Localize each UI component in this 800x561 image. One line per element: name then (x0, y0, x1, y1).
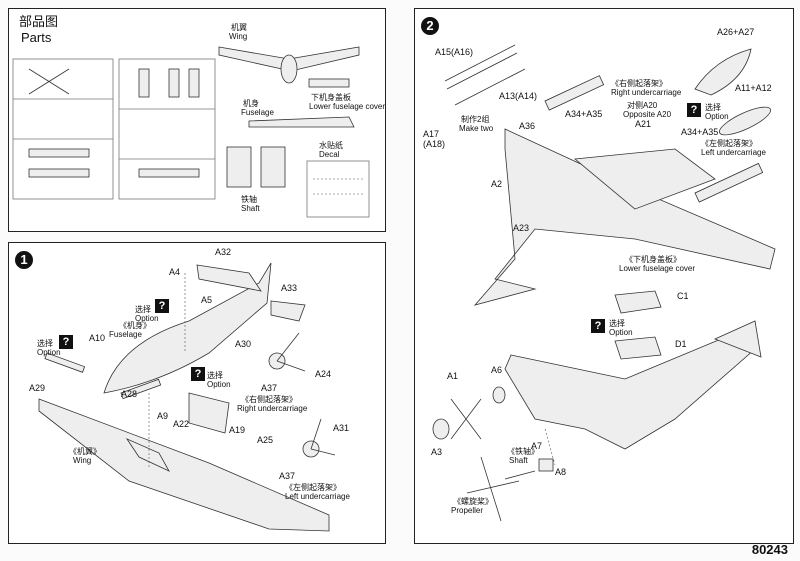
label-A1: A1 (447, 371, 459, 381)
label-A37-right: A37 (261, 383, 278, 393)
label-A19: A19 (229, 425, 246, 435)
label-A34-a: A34+A35 (565, 109, 603, 119)
label-A21: A21 (635, 119, 652, 129)
wing-label-en: Wing (229, 32, 248, 41)
label-A7: A7 (531, 441, 543, 451)
decal-label-cn: 水贴纸 (319, 141, 343, 150)
fuselage-label-en: Fuselage (109, 330, 142, 339)
label-A8: A8 (555, 467, 567, 477)
label-D1: D1 (675, 339, 687, 349)
label-A24: A24 (315, 369, 332, 379)
label-A33: A33 (281, 283, 298, 293)
right-uc-label-en: Right undercarriage (611, 88, 682, 97)
option-label-cn-a: 选择 (135, 305, 151, 314)
lower-cover-label-en: Lower fuselage cover (619, 264, 696, 273)
label-A22: A22 (173, 419, 190, 429)
lower-cover-label-en: Lower fuselage cover (309, 102, 386, 111)
label-A25: A25 (257, 435, 274, 445)
parts-title-cn: 部品图 (19, 14, 59, 29)
make-two-label-cn: 制作2组 (461, 115, 490, 124)
label-A34-b: A34+A35 (681, 127, 719, 137)
step1-number: 1 (15, 251, 33, 269)
propeller-label-cn: 《螺旋桨》 (453, 497, 493, 506)
left-uc-label-en: Left undercarriage (701, 148, 766, 157)
opposite-A20-label-cn: 对侧A20 (627, 101, 658, 110)
option-question-icon-c: ? (191, 367, 205, 381)
make-two-label-en: Make two (459, 124, 494, 133)
shaft-label-cn: 《铁轴》 (507, 447, 539, 456)
option-question-icon-a: ? (687, 103, 701, 117)
parts-drawing (12, 46, 370, 218)
label-A6: A6 (491, 365, 503, 375)
fuselage-label-en: Fuselage (241, 108, 274, 117)
lower-cover-label-cn: 下机身盖板 (311, 93, 351, 102)
left-uc-label-en: Left undercarriage (285, 492, 350, 501)
label-A17: A17 (423, 129, 440, 139)
label-A18: (A18) (423, 139, 446, 149)
option-label-en-a: Option (705, 112, 729, 121)
label-A32: A32 (215, 247, 232, 257)
wing-label-en: Wing (73, 456, 92, 465)
step1-panel: 1 A32 A4 A5 A33 选择 Option ? 《机身》 Fuselag… (8, 242, 386, 544)
label-A2: A2 (491, 179, 503, 189)
right-uc-label-cn: 《右侧起落架》 (241, 395, 297, 404)
option-question-icon-b: ? (591, 319, 605, 333)
label-A37-left: A37 (279, 471, 296, 481)
label-A29: A29 (29, 383, 46, 393)
label-A28: A28 (121, 389, 138, 399)
shaft-label-cn: 铁轴 (241, 195, 257, 204)
propeller-label-en: Propeller (451, 506, 484, 515)
left-uc-label-cn: 《左侧起落架》 (285, 483, 341, 492)
right-uc-label-cn: 《右侧起落架》 (611, 79, 667, 88)
parts-title-en: Parts (21, 30, 52, 45)
label-A4: A4 (169, 267, 181, 277)
option-question-icon-b: ? (59, 335, 73, 349)
label-A36: A36 (519, 121, 536, 131)
fuselage-label-cn: 《机身》 (119, 321, 151, 330)
option-question-icon-a: ? (155, 299, 169, 313)
label-A26: A26+A27 (717, 27, 755, 37)
option-label-en-c: Option (207, 380, 231, 389)
label-A30: A30 (235, 339, 252, 349)
shaft-label-en: Shaft (241, 204, 260, 213)
right-uc-label-en: Right undercarriage (237, 404, 308, 413)
step2-number: 2 (421, 17, 439, 35)
lower-cover-label-cn: 《下机身盖板》 (625, 255, 681, 264)
label-A31: A31 (333, 423, 350, 433)
step2-panel: 2 A15(A16) A26+A27 A11+A12 A13(A14) 《右侧起… (414, 8, 794, 544)
label-A10: A10 (89, 333, 106, 343)
parts-panel: 部品图 Parts 机翼 Wing 下机身盖板 Lower fuselage c… (8, 8, 386, 232)
option-label-cn-c: 选择 (207, 371, 223, 380)
decal-label-en: Decal (319, 150, 340, 159)
label-A5: A5 (201, 295, 213, 305)
option-label-en-b: Option (37, 348, 61, 357)
wing-label-cn: 《机翼》 (69, 447, 101, 456)
step1-drawing (38, 262, 336, 532)
opposite-A20-label-en: Opposite A20 (623, 110, 672, 119)
label-A13: A13(A14) (499, 91, 538, 101)
label-A11: A11+A12 (735, 83, 772, 93)
left-uc-label-cn: 《左侧起落架》 (701, 139, 757, 148)
option-label-cn-b: 选择 (37, 339, 53, 348)
shaft-label-en: Shaft (509, 456, 528, 465)
label-A3: A3 (431, 447, 443, 457)
step2-drawing (432, 44, 776, 522)
wing-label-cn: 机翼 (231, 23, 247, 32)
option-label-en-a: Option (135, 314, 159, 323)
option-label-cn-b: 选择 (609, 319, 625, 328)
option-label-cn-a: 选择 (705, 103, 721, 112)
label-A15: A15(A16) (435, 47, 474, 57)
label-A9: A9 (157, 411, 169, 421)
option-label-en-b: Option (609, 328, 633, 337)
fuselage-label-cn: 机身 (243, 99, 259, 108)
page-number: 80243 (751, 542, 788, 557)
label-C1: C1 (677, 291, 689, 301)
label-A23: A23 (513, 223, 530, 233)
